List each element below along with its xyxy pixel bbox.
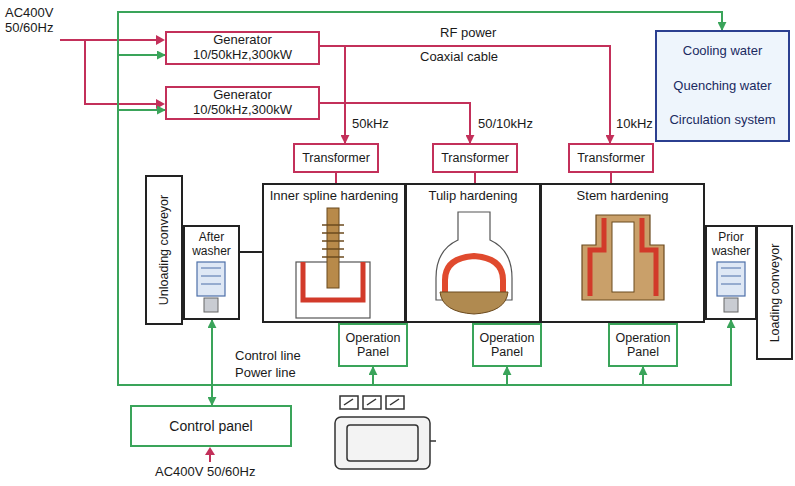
operation-panel: Operation Panel xyxy=(608,323,678,367)
ac-input-wires xyxy=(60,40,158,104)
washer-icon xyxy=(717,262,745,312)
operation-panel: Operation Panel xyxy=(338,323,408,367)
washer-box: Prior washer xyxy=(705,225,757,320)
hardening-station: Inner spline hardening xyxy=(262,183,406,323)
node-text: Transformer xyxy=(577,151,645,165)
power-input-label: AC400V 50/60Hz xyxy=(5,6,75,36)
transformer-box: Transformer xyxy=(432,143,518,173)
frequency-label: 10kHz xyxy=(616,117,653,132)
power-input-label: AC400V 50/60Hz xyxy=(155,465,255,480)
hardening-station: Stem hardening xyxy=(540,183,705,323)
node-text: Operation Panel xyxy=(613,331,673,360)
line-link xyxy=(240,251,262,253)
hardening-station: Tulip hardening xyxy=(405,183,541,323)
rf-power-line xyxy=(320,103,470,143)
arrow-head xyxy=(156,99,165,109)
conveyor-box: Unloading conveyor xyxy=(145,175,183,325)
wire-label: Coaxial cable xyxy=(420,50,498,65)
operation-panel: Operation Panel xyxy=(472,323,542,367)
node-text: Unloading conveyor xyxy=(157,195,171,306)
node-text: Stem hardening xyxy=(577,189,669,204)
cooling-ground xyxy=(656,31,789,141)
arrow-head xyxy=(205,447,215,455)
node-text: Inner spline hardening xyxy=(270,189,399,204)
node-text: Tulip hardening xyxy=(428,189,517,204)
node-text: Transformer xyxy=(441,151,509,165)
control-line xyxy=(118,12,722,405)
transformer-box: Transformer xyxy=(293,143,379,173)
node-text: Operation Panel xyxy=(343,331,403,360)
conveyor-box: Loading conveyor xyxy=(756,225,793,360)
generator-box: Generator 10/50kHz,300kW xyxy=(165,86,320,120)
wire-label: Control line xyxy=(235,349,301,364)
node-text: After washer xyxy=(187,231,236,259)
rf-power-line xyxy=(320,46,610,143)
frequency-label: 50kHz xyxy=(352,117,389,132)
cooling-system-box: Cooling waterQuenching waterCirculation … xyxy=(655,30,790,142)
inner-spline-part xyxy=(296,208,370,318)
frequency-label: 50/10kHz xyxy=(478,117,533,132)
wire-label: RF power xyxy=(440,26,496,41)
stem-part xyxy=(582,215,664,300)
node-text: Generator 10/50kHz,300kW xyxy=(170,88,315,118)
node-text: Transformer xyxy=(302,151,370,165)
wire-label: Power line xyxy=(235,366,296,381)
node-text: Generator 10/50kHz,300kW xyxy=(170,33,315,63)
node-text: Control panel xyxy=(169,418,252,434)
node-text: Prior washer xyxy=(709,231,753,259)
washer-box: After washer xyxy=(183,225,240,320)
generator-box: Generator 10/50kHz,300kW xyxy=(165,31,320,65)
control-panel: Control panel xyxy=(130,405,292,447)
tulip-part xyxy=(436,212,512,314)
node-text: Loading conveyor xyxy=(767,243,781,342)
transformer-links xyxy=(336,173,611,183)
arrow-head xyxy=(156,35,165,45)
node-text: Operation Panel xyxy=(477,331,537,360)
node-text: Circulation system xyxy=(669,113,775,128)
washer-icon xyxy=(197,262,225,312)
node-text: Quenching water xyxy=(673,79,771,94)
monitor-icon xyxy=(335,396,436,469)
node-text: Cooling water xyxy=(683,44,763,59)
transformer-box: Transformer xyxy=(568,143,654,173)
control-line xyxy=(212,320,731,405)
rf-power-line xyxy=(320,46,345,143)
